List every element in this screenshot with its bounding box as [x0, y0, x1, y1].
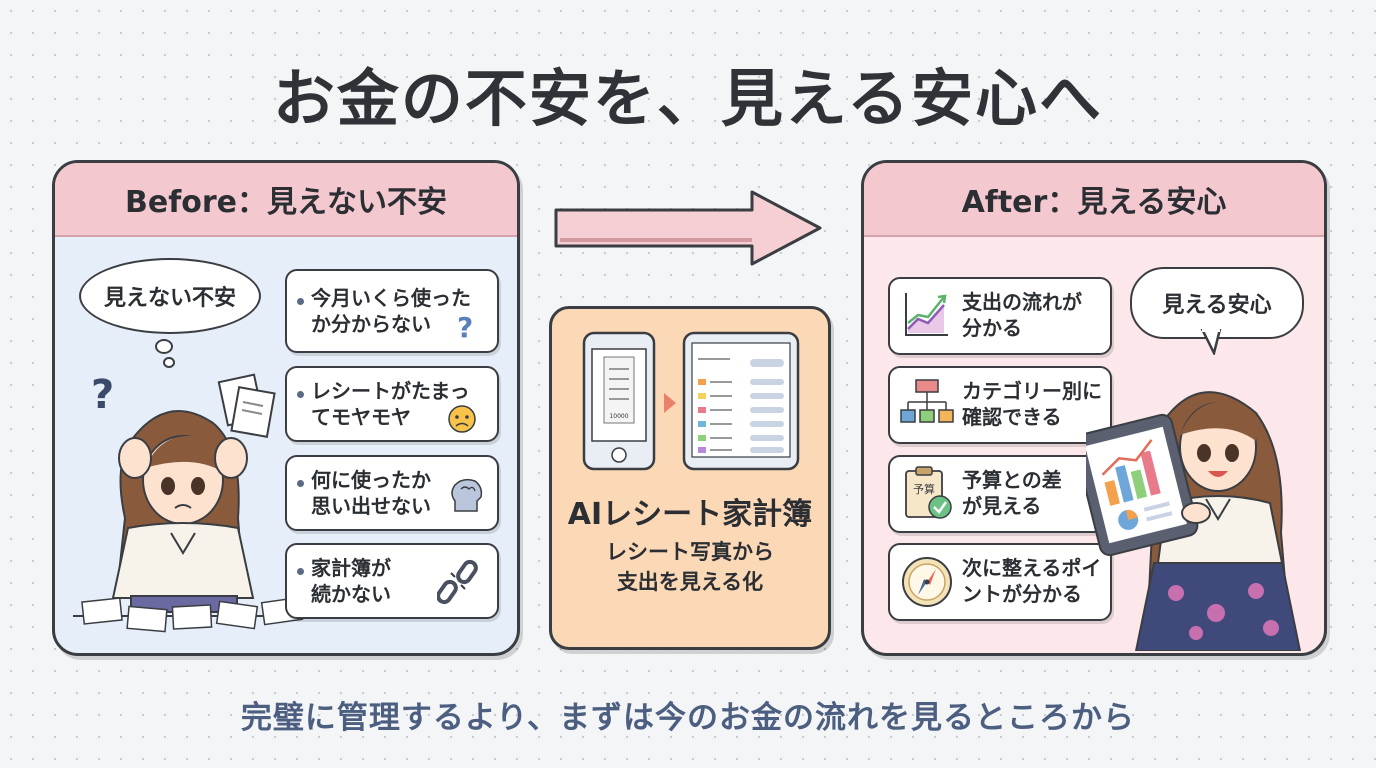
happy-person-illustration — [1086, 391, 1302, 651]
after-item-text: カテゴリー別に 確認できる — [962, 379, 1102, 429]
worried-person-illustration: ? — [73, 372, 323, 633]
bullet-dot — [297, 298, 304, 305]
footer-message: 完璧に管理するより、まずは今のお金の流れを見るところから — [240, 700, 1136, 736]
brain-head-icon — [451, 478, 483, 512]
before-item-card: レシートがたまっ てモヤモヤ — [285, 366, 499, 442]
speech-bubble-tail — [1200, 329, 1222, 355]
app-feature-box: 10000 AIレシート家計簿 レシート写真から 支出を見える化 — [549, 306, 831, 650]
bullet-dot — [297, 480, 304, 487]
bullet-dot — [297, 391, 304, 398]
after-item-card: 支出の流れが 分かる — [888, 277, 1112, 355]
tablet-icon — [682, 331, 800, 471]
app-description: レシート写真から 支出を見える化 — [606, 540, 774, 594]
after-bubble-label: 見える安心 — [1162, 293, 1272, 318]
after-heading: After：見える安心 — [864, 163, 1324, 237]
after-item-card: 次に整えるポイ ントが分かる — [888, 543, 1112, 621]
thought-dot-icon — [163, 357, 175, 368]
after-item-card: カテゴリー別に 確認できる — [888, 366, 1112, 444]
compass-icon — [902, 557, 952, 607]
before-bubble-label: 見えない不安 — [103, 286, 236, 311]
phone-icon: 10000 — [582, 331, 656, 471]
before-item-card: 何に使ったか 思い出せない — [285, 455, 499, 531]
bullet-dot — [297, 568, 304, 575]
after-item-text: 支出の流れが 分かる — [962, 290, 1082, 340]
after-item-card: 予算 予算との差 が見える — [888, 455, 1112, 533]
svg-text:?: ? — [457, 311, 473, 341]
worried-face-icon — [448, 405, 476, 433]
after-item-text: 予算との差 が見える — [962, 468, 1062, 518]
receipt-total-label: 10000 — [609, 413, 628, 420]
after-speech-bubble: 見える安心 — [1130, 267, 1304, 339]
before-panel: Before：見えない不安 見えない不安 ? — [52, 160, 520, 656]
after-panel: After：見える安心 支出の流れが 分かる カテゴリー別に 確認できる 予算 — [861, 160, 1327, 656]
app-name: AIレシート家計簿 — [567, 497, 813, 532]
question-mark-icon: ? — [91, 372, 114, 418]
budget-clipboard-icon: 予算 — [905, 466, 952, 519]
page-title: お金の不安を、見える安心へ — [272, 62, 1104, 135]
before-item-text: 何に使ったか 思い出せない — [311, 468, 431, 518]
before-item-text: 家計簿が 続かない — [311, 556, 391, 606]
category-tree-icon — [900, 379, 954, 423]
receipts-icon — [217, 373, 276, 438]
play-arrow-icon — [664, 393, 676, 413]
before-item-card: 家計簿が 続かない — [285, 543, 499, 619]
transition-arrow-icon — [554, 190, 822, 266]
budget-icon-label: 予算 — [913, 482, 935, 496]
before-heading: Before：見えない不安 — [55, 163, 517, 237]
question-icon: ? — [457, 311, 473, 341]
before-item-text: 今月いくら使った か分からない — [311, 286, 471, 336]
after-item-text: 次に整えるポイ ントが分かる — [962, 556, 1102, 606]
before-item-text: レシートがたまっ てモヤモヤ — [311, 379, 470, 429]
before-thought-bubble: 見えない不安 — [79, 258, 261, 334]
tablet-icon — [1086, 413, 1199, 557]
line-chart-icon — [905, 293, 948, 336]
app-illustration: 10000 — [582, 331, 800, 471]
broken-chain-icon — [437, 559, 478, 605]
before-item-card: 今月いくら使った か分からない ? — [285, 269, 499, 353]
thought-dot-icon — [155, 339, 173, 354]
